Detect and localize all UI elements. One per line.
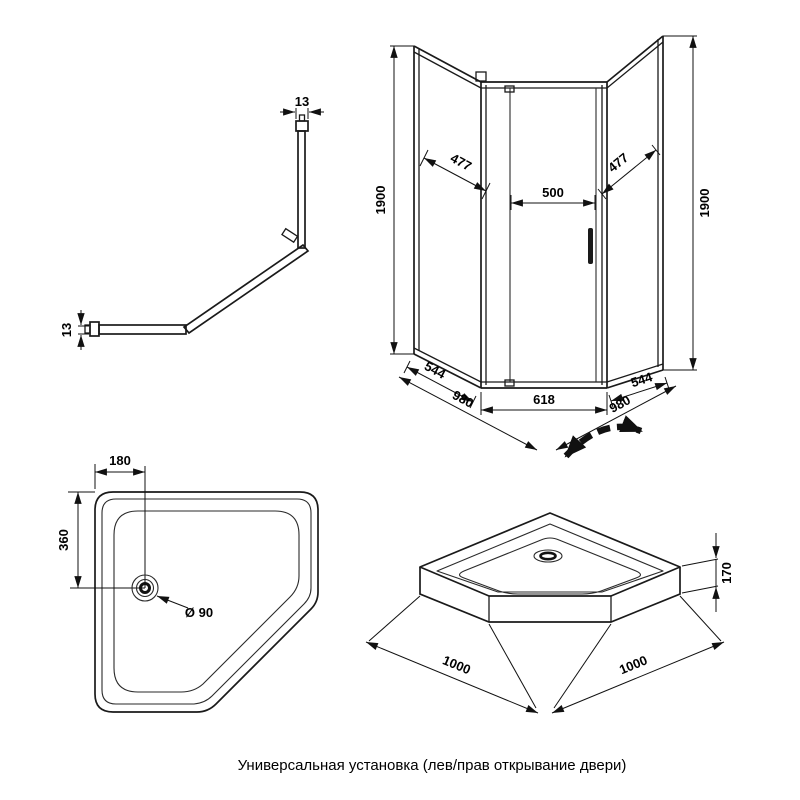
dim-drain-offset-top xyxy=(94,464,145,489)
dim-edge-left-label: 1000 xyxy=(440,652,472,677)
dim-drain-offset-top-label: 180 xyxy=(109,453,131,468)
dim-base-left xyxy=(398,376,538,451)
profile-vertical-bar xyxy=(297,130,306,249)
profile-horizontal-bar xyxy=(98,324,187,335)
tray-top-view: 180 360 Ø 90 xyxy=(56,453,319,713)
tray-rim-outline xyxy=(101,498,312,705)
profile-left-connector xyxy=(89,321,100,337)
dim-side-bottom-left-label: 544 xyxy=(422,358,449,382)
dim-drain-offset-side-label: 360 xyxy=(56,529,71,551)
profile-view: 13 13 xyxy=(59,94,324,350)
iso-ext-right-inner xyxy=(553,623,612,709)
dim-door-width xyxy=(510,195,596,210)
drain-mid-circle xyxy=(135,578,155,598)
profile-dim-width-label: 13 xyxy=(295,94,309,109)
profile-top-connector xyxy=(295,120,309,132)
dim-base-right-label: 980 xyxy=(607,392,633,415)
dim-edge-right xyxy=(551,641,725,714)
dim-front-bottom-label: 618 xyxy=(533,392,555,407)
tray-iso-top-face xyxy=(419,512,681,597)
dim-drain-diameter-label: Ø 90 xyxy=(185,605,213,620)
tray-iso-rim xyxy=(436,523,664,593)
profile-dim-height-label: 13 xyxy=(59,323,74,337)
tray-iso-skirt xyxy=(419,567,681,623)
caption: Универсальная установка (лев/прав открыв… xyxy=(238,757,627,774)
enclosure-frame xyxy=(413,35,664,389)
dim-panel-top-left-label: 477 xyxy=(448,150,474,173)
drain-diameter-leader xyxy=(156,595,189,609)
dim-height-left-label: 1900 xyxy=(373,186,388,215)
door-roller-top xyxy=(504,85,515,93)
enclosure-door xyxy=(475,71,597,387)
drain-outer-circle xyxy=(131,574,159,602)
tray-outer-outline xyxy=(94,491,319,713)
dim-base-right xyxy=(555,385,677,451)
iso-drain-inner xyxy=(539,551,557,561)
tray-iso-basin xyxy=(458,537,642,595)
dim-door-width-label: 500 xyxy=(542,185,564,200)
iso-ext-left-outer xyxy=(368,595,421,642)
profile-left-cap xyxy=(84,324,91,334)
dim-height-left xyxy=(390,45,414,355)
dim-edge-left xyxy=(365,641,539,714)
profile-clamp xyxy=(281,227,299,244)
dim-panel-top-left xyxy=(419,149,491,200)
dim-height-right xyxy=(663,35,697,371)
dim-panel-top-right-label: 477 xyxy=(605,150,631,175)
dim-base-left-label: 980 xyxy=(450,387,476,410)
drain-inner-ring xyxy=(139,582,151,594)
profile-diagonal-bar xyxy=(182,243,310,335)
tray-iso-view: 1000 1000 170 xyxy=(365,512,734,714)
profile-dim-width xyxy=(280,108,324,119)
dim-height-right-label: 1900 xyxy=(697,189,712,218)
enclosure-front-view: 1900 1900 477 500 477 xyxy=(373,35,712,459)
tray-basin-outline xyxy=(113,510,300,693)
iso-drain-outer xyxy=(533,549,563,563)
door-hinge-top xyxy=(475,71,487,82)
iso-ext-right-outer xyxy=(679,595,722,642)
door-swing-arrow-icon xyxy=(563,415,643,459)
dim-tray-height-label: 170 xyxy=(719,562,734,584)
profile-dim-height xyxy=(77,310,89,350)
dim-drain-offset-side xyxy=(68,491,95,588)
door-handle xyxy=(588,228,593,264)
profile-top-cap xyxy=(298,114,306,122)
dim-tray-height xyxy=(681,533,720,612)
dim-edge-right-label: 1000 xyxy=(617,652,649,677)
dim-side-bottom-right-label: 544 xyxy=(629,369,655,390)
dim-panel-top-right xyxy=(597,144,661,200)
